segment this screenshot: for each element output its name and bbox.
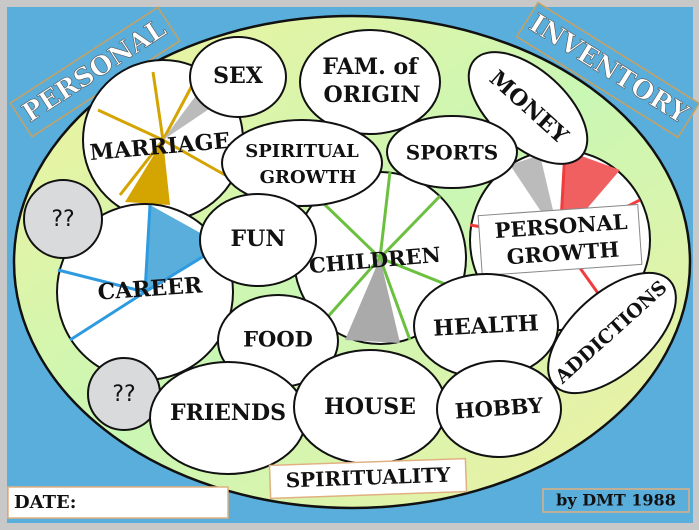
- credit-label: by DMT 1988: [556, 491, 676, 510]
- bubble-house[interactable]: HOUSE: [293, 349, 447, 465]
- credit-box: by DMT 1988: [542, 488, 690, 513]
- bubble-unknown-top[interactable]: ??: [23, 179, 103, 259]
- sports-label: SPORTS: [406, 141, 499, 165]
- date-label: DATE:: [14, 492, 76, 513]
- bubble-sex[interactable]: SEX: [189, 36, 287, 118]
- bubble-fun[interactable]: FUN: [199, 193, 317, 287]
- house-label: HOUSE: [324, 394, 416, 420]
- fun-label: FUN: [231, 226, 286, 252]
- bubble-health[interactable]: HEALTH: [413, 273, 559, 379]
- spiritual-line2: GROWTH: [260, 167, 357, 188]
- bubble-unknown-bottom[interactable]: ??: [87, 357, 161, 431]
- spirituality-label: SPIRITUALITY: [285, 463, 451, 493]
- unknown-top-label: ??: [51, 207, 74, 232]
- food-label: FOOD: [243, 327, 313, 352]
- unknown-bottom-label: ??: [112, 382, 135, 407]
- spirituality-box[interactable]: SPIRITUALITY: [268, 457, 468, 500]
- bubble-food[interactable]: FOOD: [217, 294, 339, 388]
- health-label: HEALTH: [433, 310, 540, 341]
- bubble-friends[interactable]: FRIENDS: [149, 361, 307, 475]
- fam-line2: ORIGIN: [324, 82, 421, 108]
- bubble-sports[interactable]: SPORTS: [386, 115, 518, 189]
- sex-label: SEX: [213, 63, 264, 89]
- friends-label: FRIENDS: [170, 400, 286, 426]
- spiritual-line1: SPIRITUAL: [245, 141, 359, 162]
- bubble-hobby[interactable]: HOBBY: [436, 360, 562, 458]
- hobby-label: HOBBY: [454, 392, 545, 423]
- date-field[interactable]: DATE:: [7, 486, 229, 519]
- bubble-spiritual-growth[interactable]: SPIRITUAL GROWTH: [221, 119, 383, 207]
- fam-line1: FAM. of: [322, 54, 419, 80]
- bubble-family-of-origin[interactable]: FAM. of ORIGIN: [299, 29, 441, 135]
